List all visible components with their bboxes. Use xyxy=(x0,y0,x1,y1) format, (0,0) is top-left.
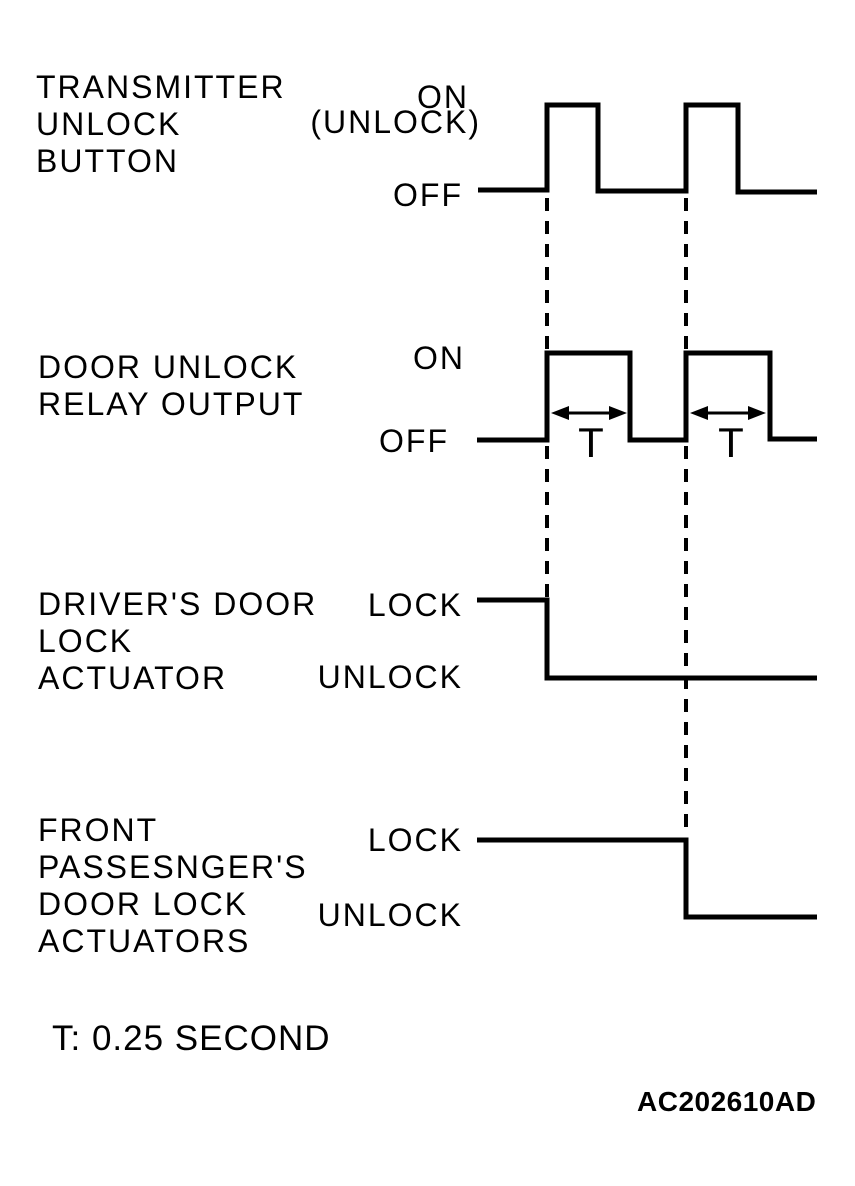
label-line: ACTUATOR xyxy=(38,660,228,696)
label-line: ACTUATORS xyxy=(38,923,251,959)
arrowhead-right xyxy=(748,406,766,420)
label-line: PASSESNGER'S xyxy=(38,849,308,885)
transmitter-unlock-button-wave xyxy=(478,102,817,195)
t-definition-note: T: 0.25 SECOND xyxy=(52,1019,331,1058)
front-passenger-actuator-wave xyxy=(477,837,817,920)
label-line: LOCK xyxy=(38,623,134,659)
level-label-on: ON xyxy=(413,340,465,376)
drivers-door-actuator-wave xyxy=(477,597,817,681)
pulse-width-t-label: T xyxy=(578,419,604,466)
level-label-off: OFF xyxy=(393,177,463,213)
signal-label-front-passengers-door-lock-actuators: FRONT PASSESNGER'S DOOR LOCK ACTUATORS xyxy=(38,812,308,960)
figure-code: AC202610AD xyxy=(637,1086,817,1117)
label-line: UNLOCK xyxy=(36,106,182,142)
label-line: DOOR UNLOCK xyxy=(38,349,299,385)
label-line: RELAY OUTPUT xyxy=(38,386,305,422)
pulse-width-t-label: T xyxy=(718,419,744,466)
level-label-unlock: UNLOCK xyxy=(317,659,463,695)
level-label-lock: LOCK xyxy=(367,822,463,858)
level-label-unlock-note: (UNLOCK) xyxy=(310,104,481,140)
level-label-unlock: UNLOCK xyxy=(317,897,463,933)
label-line: BUTTON xyxy=(36,143,179,179)
label-line: FRONT xyxy=(38,812,159,848)
label-line: TRANSMITTER xyxy=(36,69,286,105)
level-label-lock: LOCK xyxy=(367,587,463,623)
door-unlock-relay-wave xyxy=(477,350,817,443)
label-line: DOOR LOCK xyxy=(38,886,249,922)
arrowhead-right xyxy=(609,406,627,420)
level-label-on: ON xyxy=(417,79,469,115)
signal-label-transmitter-unlock-button: TRANSMITTER UNLOCK BUTTON xyxy=(36,69,286,180)
level-label-off: OFF xyxy=(379,423,449,459)
arrowhead-left xyxy=(690,406,708,420)
arrowhead-left xyxy=(551,406,569,420)
signal-label-drivers-door-lock-actuator: DRIVER'S DOOR LOCK ACTUATOR xyxy=(38,586,317,697)
signal-label-door-unlock-relay-output: DOOR UNLOCK RELAY OUTPUT xyxy=(38,349,304,423)
label-line: DRIVER'S DOOR xyxy=(38,586,318,622)
